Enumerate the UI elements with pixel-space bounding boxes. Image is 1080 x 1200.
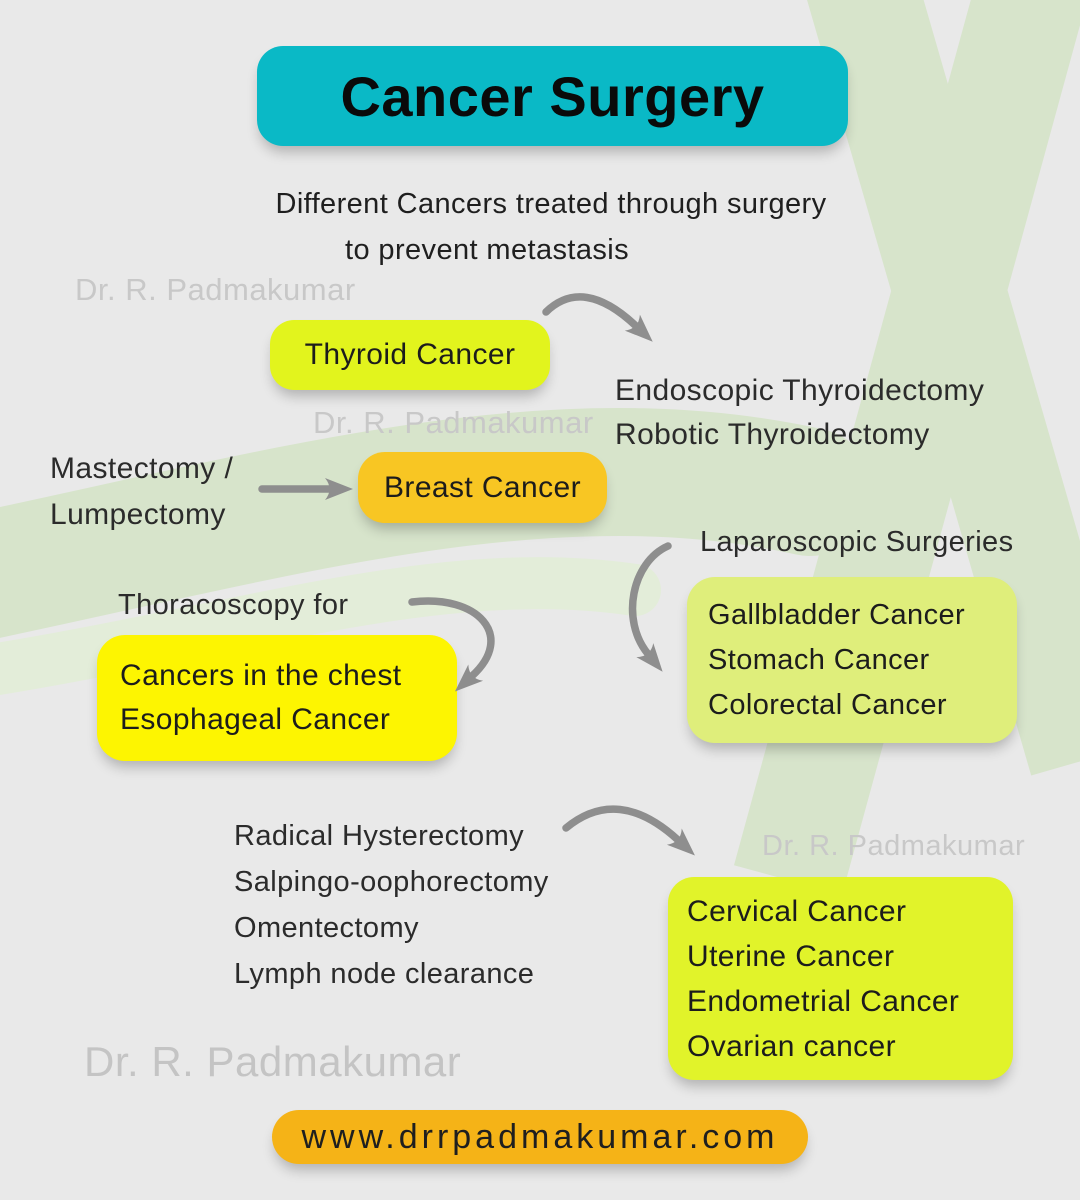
procedure-line: Robotic Thyroidectomy [615, 418, 930, 451]
gynecologic-arrow [562, 805, 695, 856]
cancer-line: Stomach Cancer [708, 643, 930, 676]
procedure-line: Omentectomy [234, 912, 419, 944]
cancer-line: Uterine Cancer [687, 939, 895, 973]
page-title: Cancer Surgery [340, 64, 765, 128]
breast-cancer-box: Breast Cancer [358, 452, 607, 523]
thyroid-cancer-label: Thyroid Cancer [304, 338, 516, 371]
procedure-line: Endoscopic Thyroidectomy [615, 374, 985, 407]
laparoscopic-arrow [628, 542, 672, 672]
cancer-line: Ovarian cancer [687, 1029, 897, 1063]
procedure-line: Lumpectomy [50, 498, 226, 531]
title-banner: Cancer Surgery [257, 46, 848, 146]
gynecologic-procedures-list: Radical Hysterectomy Salpingo-oophorecto… [234, 813, 549, 997]
procedure-line: Radical Hysterectomy [234, 820, 525, 852]
watermark-text: Dr. R. Padmakumar [75, 272, 356, 307]
thyroid-cancer-box: Thyroid Cancer [270, 320, 550, 390]
cancer-line: Esophageal Cancer [120, 703, 391, 736]
subtitle-line-2: to prevent metastasis [344, 234, 630, 266]
cancer-line: Colorectal Cancer [708, 688, 947, 721]
website-pill: www.drrpadmakumar.com [272, 1110, 808, 1164]
subtitle-line-1: Different Cancers treated through surger… [275, 188, 827, 220]
watermark-text: Dr. R. Padmakumar [84, 1038, 462, 1085]
thoracoscopy-cancers-box: Cancers in the chest Esophageal Cancer [97, 635, 457, 761]
watermark-text: Dr. R. Padmakumar [313, 405, 594, 440]
thyroid-arrow [542, 293, 653, 342]
cancer-line: Cancers in the chest [120, 659, 402, 692]
cancer-line: Cervical Cancer [687, 894, 907, 928]
laparoscopic-cancers-box: Gallbladder Cancer Stomach Cancer Colore… [687, 577, 1017, 743]
breast-procedures-list: Mastectomy / Lumpectomy [50, 446, 233, 538]
thyroid-procedures-list: Endoscopic Thyroidectomy Robotic Thyroid… [615, 369, 984, 457]
procedure-line: Lymph node clearance [234, 958, 535, 990]
breast-cancer-label: Breast Cancer [384, 470, 581, 504]
cancer-line: Gallbladder Cancer [708, 598, 966, 631]
gynecologic-cancers-box: Cervical Cancer Uterine Cancer Endometri… [668, 877, 1013, 1080]
procedure-line: Salpingo-oophorectomy [234, 866, 549, 898]
website-url: www.drrpadmakumar.com [301, 1117, 779, 1156]
thoracoscopy-label: Thoracoscopy for [118, 589, 349, 621]
watermark-text: Dr. R. Padmakumar [762, 830, 1026, 862]
cancer-line: Endometrial Cancer [687, 984, 960, 1018]
laparoscopic-label: Laparoscopic Surgeries [700, 526, 1014, 558]
procedure-line: Mastectomy / [50, 452, 234, 485]
